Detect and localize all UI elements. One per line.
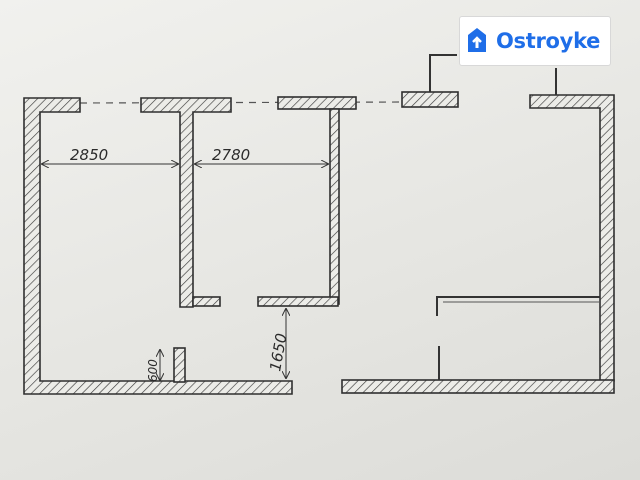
dim-label-1650: 1650 bbox=[266, 332, 290, 373]
top-dashed-line bbox=[79, 101, 411, 104]
middle-room-right-wall bbox=[329, 108, 340, 305]
middle-room-top-wall bbox=[277, 96, 357, 110]
brand-mark-icon bbox=[468, 28, 486, 52]
dim-label-2850: 2850 bbox=[70, 146, 108, 164]
middle-partition-wall bbox=[140, 97, 232, 308]
dim-label-2780: 2780 bbox=[212, 146, 250, 164]
right-room-partition bbox=[436, 296, 600, 316]
brand-name: Ostroyke bbox=[496, 29, 601, 53]
middle-room-bottom-right bbox=[257, 296, 339, 307]
dim-label-600: 600 bbox=[146, 359, 160, 382]
ventilation-left bbox=[429, 54, 457, 92]
bottom-right-wall bbox=[341, 379, 615, 394]
brand-logo: Ostroyke bbox=[460, 17, 610, 65]
left-outer-wall bbox=[23, 97, 293, 395]
top-right-block bbox=[401, 91, 459, 108]
right-outer-wall bbox=[529, 94, 615, 382]
middle-room-bottom-left bbox=[192, 296, 221, 307]
small-wall-stub bbox=[173, 347, 186, 383]
